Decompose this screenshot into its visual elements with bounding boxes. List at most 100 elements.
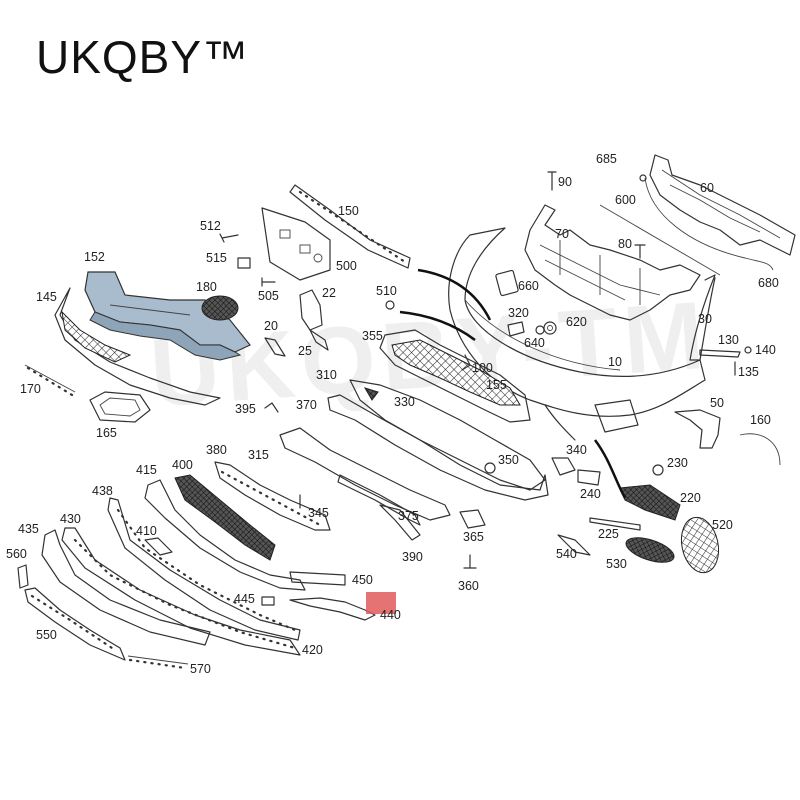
part-strip-20	[264, 337, 286, 357]
part-front-spoiler-152	[84, 271, 251, 361]
label-445: 445	[234, 592, 255, 606]
label-180: 180	[196, 280, 217, 294]
label-10: 10	[608, 355, 622, 369]
label-170: 170	[20, 382, 41, 396]
label-390: 390	[402, 550, 423, 564]
label-355: 355	[362, 329, 383, 343]
label-415: 415	[136, 463, 157, 477]
part-wire-160	[739, 433, 781, 466]
part-grommet-640	[535, 325, 545, 335]
part-strip-570	[128, 658, 187, 670]
label-420: 420	[302, 643, 323, 657]
screw-icon	[219, 233, 239, 243]
label-660: 660	[518, 279, 539, 293]
label-435: 435	[18, 522, 39, 536]
part-strip-390	[379, 504, 421, 541]
label-225: 225	[598, 527, 619, 541]
part-module-660	[495, 269, 519, 297]
label-80: 80	[618, 237, 632, 251]
label-520: 520	[712, 518, 733, 532]
label-165: 165	[96, 426, 117, 440]
label-70: 70	[555, 227, 569, 241]
part-rail-line	[599, 204, 721, 276]
arrow-line	[417, 268, 492, 321]
part-sensor-620	[543, 321, 557, 335]
label-685: 685	[596, 152, 617, 166]
part-sensor-cable	[639, 174, 774, 271]
bolt-icon	[547, 171, 557, 191]
label-438: 438	[92, 484, 113, 498]
part-center-grille	[379, 329, 531, 423]
part-lower-bumper-145	[54, 287, 221, 406]
label-510: 510	[376, 284, 397, 298]
label-600: 600	[615, 193, 636, 207]
part-strip-550	[24, 587, 126, 661]
label-30: 30	[698, 312, 712, 326]
brand-title: UKQBY™	[36, 31, 250, 83]
label-400: 400	[172, 458, 193, 472]
label-540: 540	[556, 547, 577, 561]
bolt-icon-395	[264, 402, 279, 413]
part-lower-cover-370	[327, 394, 549, 501]
label-345: 345	[308, 506, 329, 520]
label-60: 60	[700, 181, 714, 195]
label-350: 350	[498, 453, 519, 467]
label-640: 640	[524, 336, 545, 350]
part-arrow-right	[593, 439, 627, 499]
part-clip-240	[577, 469, 601, 486]
part-trim-440	[289, 597, 376, 621]
label-450: 450	[352, 573, 373, 587]
label-380: 380	[206, 443, 227, 457]
label-140: 140	[755, 343, 776, 357]
label-155: 155	[486, 378, 507, 392]
part-strip-430	[61, 527, 301, 656]
label-375: 375	[398, 509, 419, 523]
label-310: 310	[316, 368, 337, 382]
part-impact-absorber	[649, 154, 796, 256]
part-strip-540	[557, 534, 591, 556]
part-vent-410	[144, 537, 173, 556]
label-100: 100	[472, 361, 493, 375]
clip-icon-510	[385, 300, 395, 310]
label-570: 570	[190, 662, 211, 676]
part-plate-bracket-500	[261, 207, 331, 281]
part-mesh-panel-400	[174, 474, 276, 561]
label-320: 320	[508, 306, 529, 320]
pin-icon	[634, 244, 646, 259]
label-550: 550	[36, 628, 57, 642]
label-220: 220	[680, 491, 701, 505]
part-strip-450	[289, 571, 346, 586]
label-410: 410	[136, 524, 157, 538]
part-lower-lip-315	[279, 427, 451, 521]
clip-icon-230	[652, 464, 664, 476]
label-365: 365	[463, 530, 484, 544]
label-22: 22	[322, 286, 336, 300]
part-grille-insert-180	[201, 295, 239, 321]
part-fog-grille-220	[619, 484, 681, 521]
part-fog-frame-165	[89, 391, 151, 423]
part-bracket-340	[551, 457, 576, 476]
part-clip-25	[309, 329, 329, 351]
label-315: 315	[248, 448, 269, 462]
label-152: 152	[84, 250, 105, 264]
label-515: 515	[206, 251, 227, 265]
part-bracket-22	[299, 289, 323, 331]
part-trim-225	[589, 517, 641, 531]
part-trim-170	[26, 366, 74, 397]
label-130: 130	[718, 333, 739, 347]
label-145: 145	[36, 290, 57, 304]
label-240: 240	[580, 487, 601, 501]
part-cover-530	[625, 537, 675, 563]
label-230: 230	[667, 456, 688, 470]
label-330: 330	[394, 395, 415, 409]
label-430: 430	[60, 512, 81, 526]
part-strip-435	[41, 529, 211, 646]
part-side-trim-50	[674, 409, 721, 449]
part-labels: 685 90 60 600 150 512 70 515 80 500 152 …	[6, 152, 779, 676]
clip-icon-140	[744, 346, 752, 354]
clip-icon-350	[484, 462, 496, 474]
part-side-panel-415	[144, 479, 306, 591]
part-trim-strip-150	[289, 184, 411, 269]
part-trim-560	[17, 564, 29, 589]
